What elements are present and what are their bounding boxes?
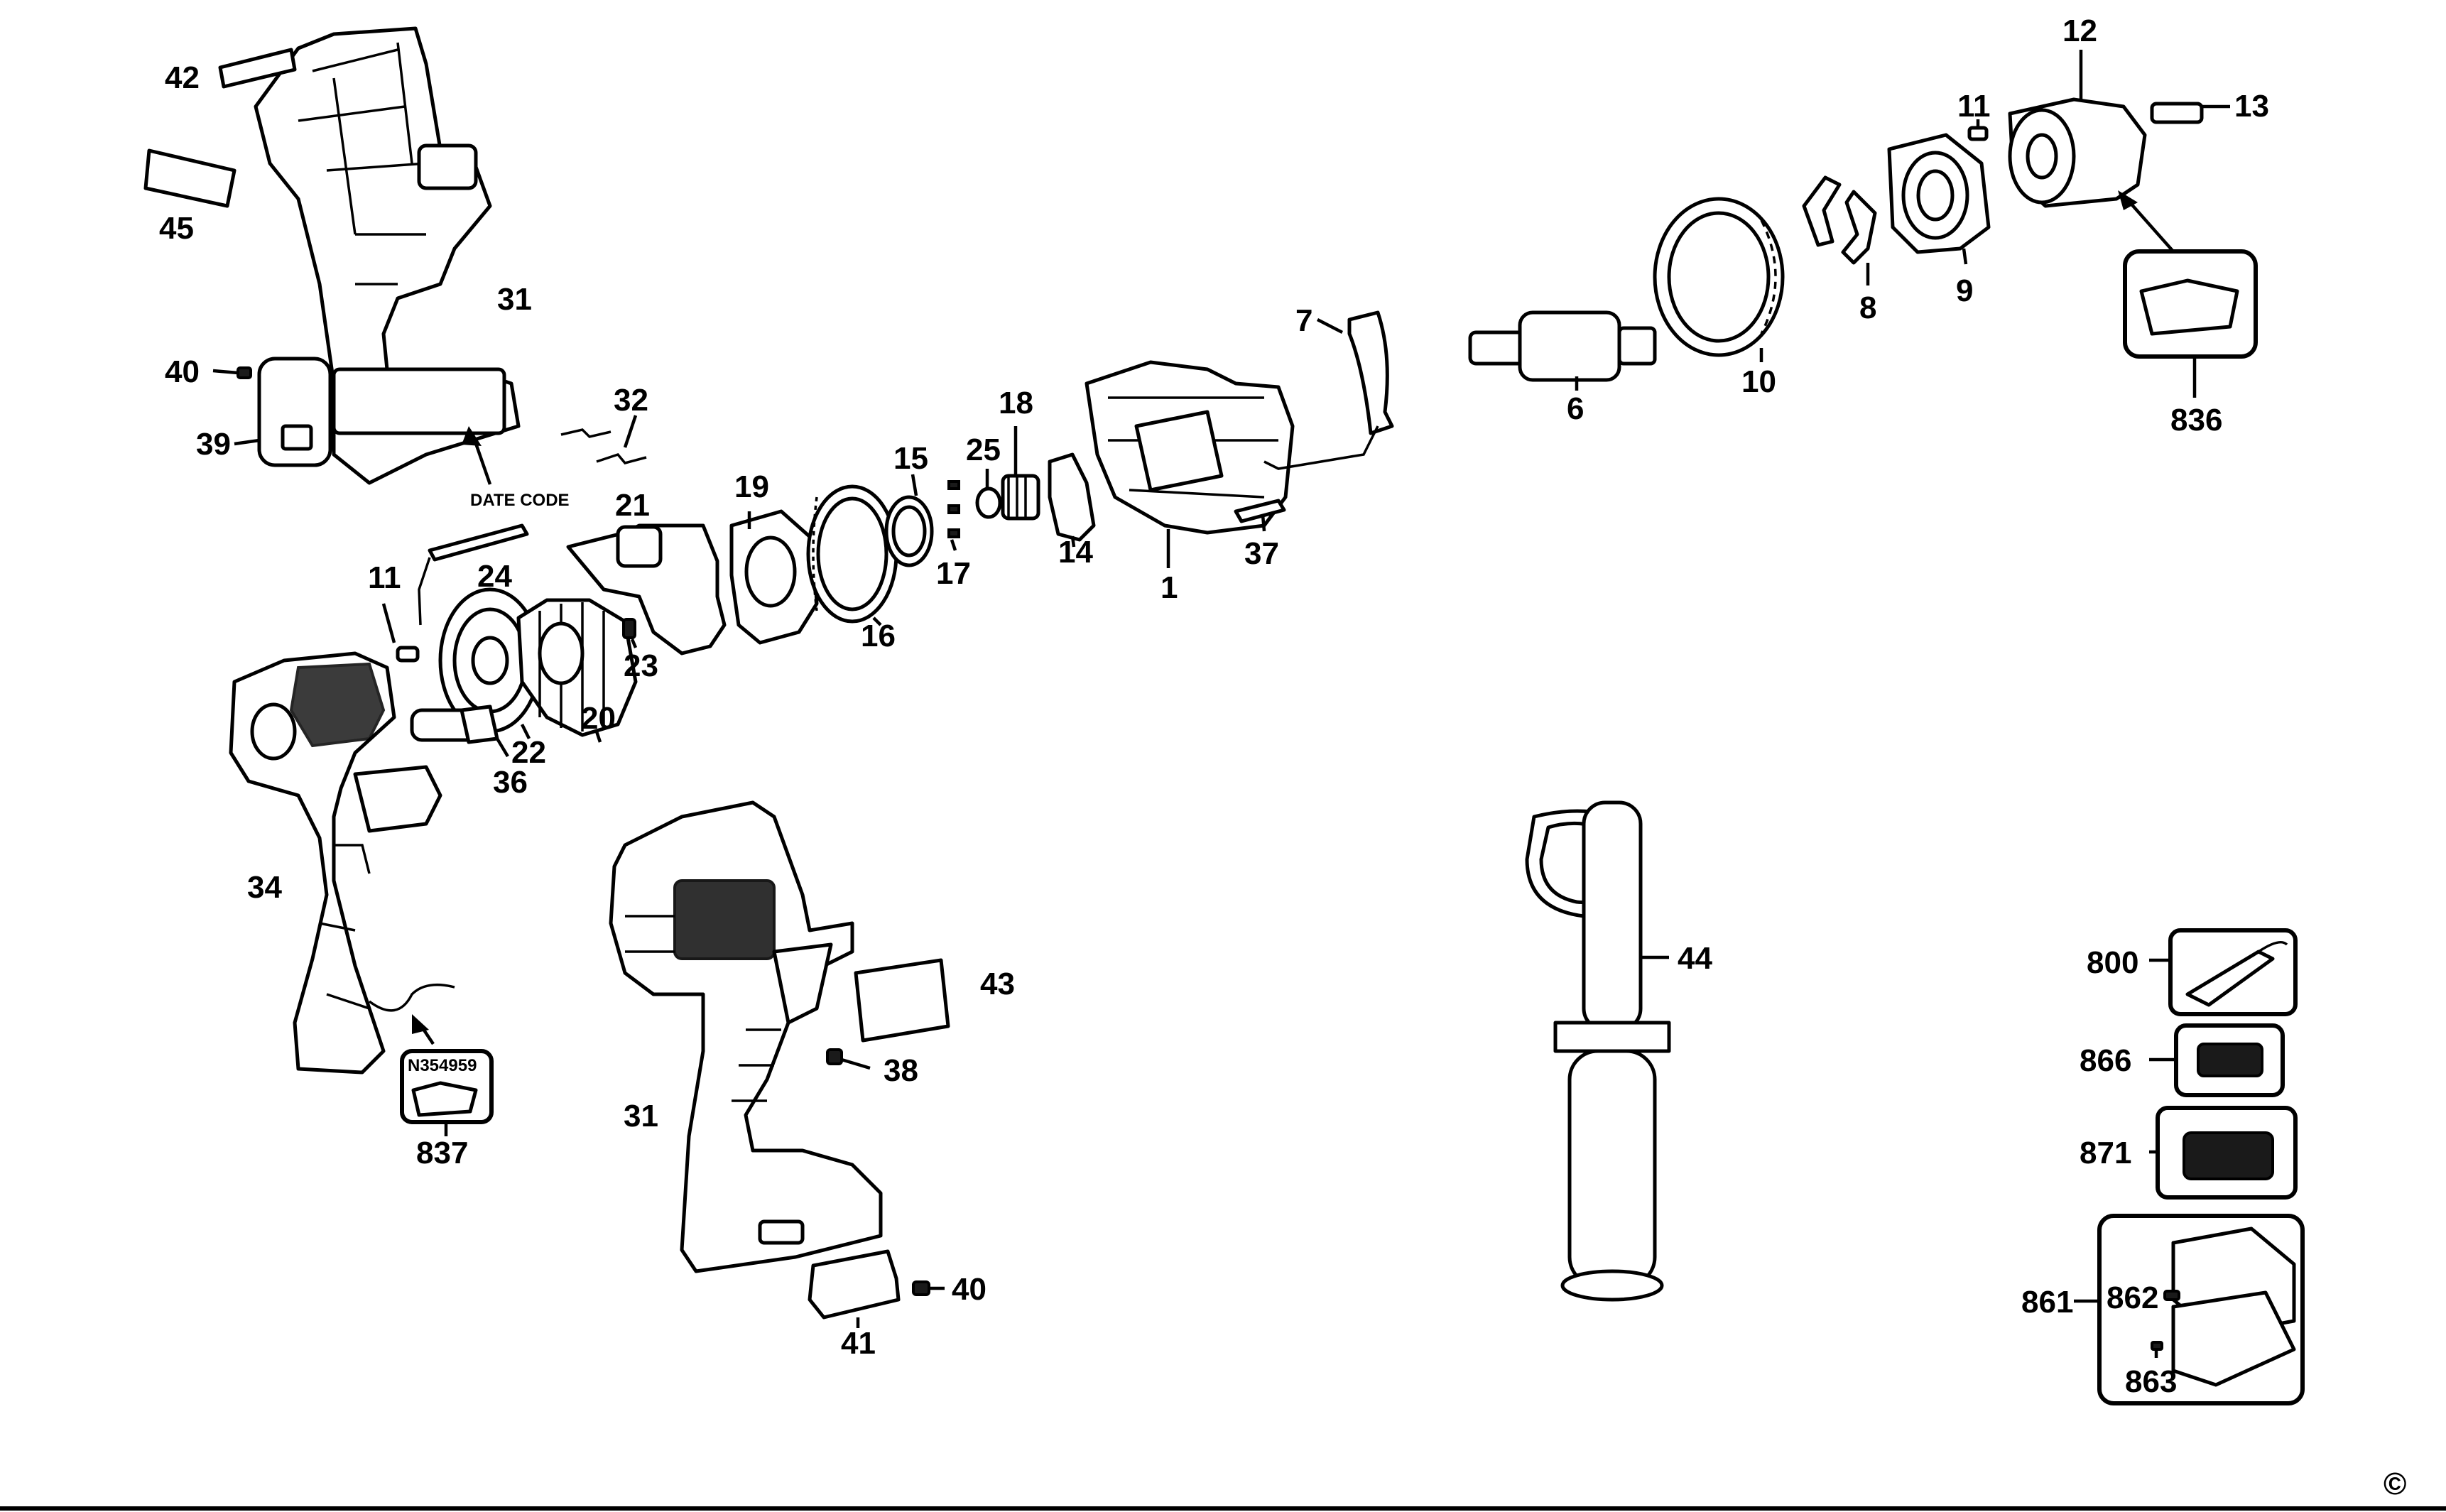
housing-half-top [254,26,521,485]
callout-44: 44 [1678,941,1712,976]
clip-8-lower [1841,190,1877,285]
callout-837: 837 [416,1136,468,1170]
screw-23 [622,618,638,648]
screw-38 [826,1048,871,1070]
ring-gear-16 [806,484,898,626]
bracket-24 [418,523,529,626]
callout-6: 6 [1567,391,1584,426]
label-43 [854,958,950,1043]
ring-10 [1653,197,1785,362]
gear-case-1 [1085,360,1295,568]
callout-11-left: 11 [368,560,401,595]
battery-866 [2149,1023,2285,1097]
callout-863: 863 [2125,1364,2177,1399]
callout-862: 862 [2107,1280,2158,1315]
callout-10: 10 [1741,364,1776,399]
callout-17: 17 [936,556,971,591]
callout-19: 19 [734,469,769,504]
callout-16: 16 [861,619,896,653]
callout-31-top: 31 [497,282,532,317]
callout-40-bottom: 40 [952,1272,986,1307]
case-861 [2074,1214,2305,1405]
plate-14 [1048,452,1096,548]
screw-13 [2150,102,2230,124]
callout-38: 38 [884,1053,918,1088]
armature-20 [516,598,638,743]
washer-25 [975,469,1002,519]
date-code-pointer [462,426,492,485]
callout-861: 861 [2021,1285,2073,1320]
callout-8: 8 [1859,290,1876,325]
callout-36: 36 [493,765,528,800]
label-837 [400,1014,494,1136]
clip-41 [808,1249,901,1328]
pinion-18 [1001,426,1040,521]
callout-22: 22 [511,735,546,770]
end-plate-19 [729,509,819,645]
pin-37 [1234,499,1286,532]
callout-12: 12 [2062,13,2097,48]
label-code-text: N354959 [408,1056,477,1075]
screw-863 [2151,1341,2163,1358]
callout-836: 836 [2170,403,2222,437]
callout-31-bottom: 31 [624,1099,658,1133]
callout-15: 15 [893,441,928,476]
screw-40-bottom [912,1280,945,1296]
label-42 [218,48,297,89]
motor-housing-34 [229,651,455,1075]
callout-1: 1 [1161,570,1178,605]
callout-21: 21 [615,488,650,523]
callout-9: 9 [1956,273,1973,308]
callout-18: 18 [999,386,1033,420]
springs-32 [560,415,647,464]
pin-11-right [1967,119,1989,141]
ring-15 [884,474,934,567]
callout-800: 800 [2087,945,2138,980]
callout-41: 41 [841,1326,876,1361]
callout-43: 43 [980,967,1015,1001]
pin-11-left [381,603,420,663]
callout-20: 20 [581,701,616,736]
switch-36 [410,705,509,758]
copyright-mark: © [2384,1467,2406,1501]
date-code-label: DATE CODE [470,491,570,510]
callout-40-top: 40 [165,354,200,389]
callout-23: 23 [624,648,658,683]
callout-11-right: 11 [1957,89,1991,124]
chuck-12 [2008,50,2147,208]
side-handle-44 [1525,800,1671,1302]
assembled-housing-31 [609,800,883,1273]
pins-17 [947,480,960,551]
housing-9 [1887,133,1991,265]
callout-37: 37 [1244,536,1279,571]
charger-cable-800 [2149,928,2298,1016]
callout-39: 39 [196,427,231,462]
callout-871: 871 [2080,1136,2131,1170]
label-45 [143,148,237,208]
callout-14: 14 [1058,535,1093,570]
kit-836 [2118,190,2258,398]
screw-40-top [212,366,252,379]
callout-25: 25 [966,433,1001,467]
callout-34: 34 [247,870,282,905]
clip-39 [234,357,332,467]
screw-862 [2163,1290,2180,1301]
spindle-6 [1468,310,1657,391]
callout-13: 13 [2234,89,2269,124]
switch-plate-21 [566,523,727,656]
clip-8-upper [1802,175,1842,247]
callout-45: 45 [159,211,194,246]
charger-871 [2149,1106,2298,1200]
spring-7 [1263,310,1394,470]
callout-24: 24 [477,559,512,594]
callout-42: 42 [165,60,200,95]
callout-7: 7 [1295,303,1312,338]
callout-32: 32 [614,383,648,418]
callout-866: 866 [2080,1043,2131,1078]
